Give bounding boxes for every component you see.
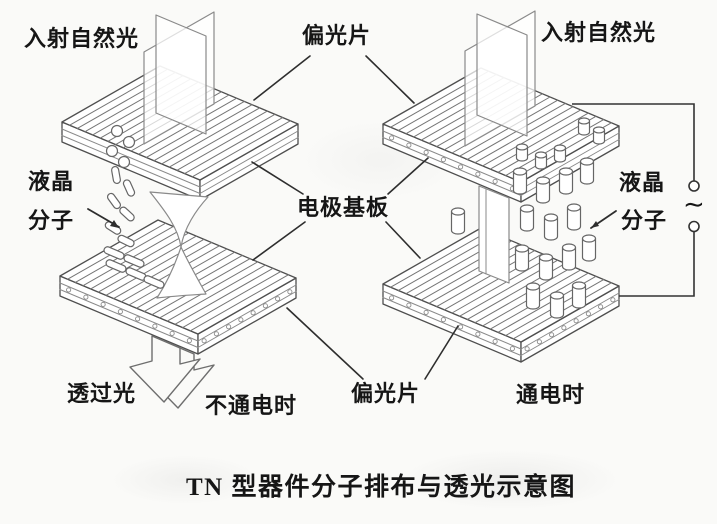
leader-lines (87, 55, 617, 380)
state-label-on: 通电时 (516, 382, 586, 407)
incident-light-planes-right (464, 10, 536, 147)
twisted-light-ribbon-left (149, 191, 209, 299)
incident-light-planes-left (143, 11, 215, 145)
incident-light-label-left: 入射自然光 (24, 26, 140, 51)
transmitted-light-arrow (129, 335, 215, 409)
state-label-off: 不通电时 (205, 393, 298, 418)
polarizer-bottom-label: 偏光片 (351, 381, 421, 406)
lc-molecules-right (450, 117, 606, 319)
electrode-substrate-label: 电极基板 (297, 195, 390, 220)
light-pillar-right (478, 185, 510, 284)
lc-molecules-left (103, 124, 165, 289)
ac-circuit (572, 103, 700, 297)
incident-light-label-right: 入射自然光 (541, 20, 657, 45)
lc-molecule-label-left-line2: 分子 (28, 208, 75, 233)
figure-caption: TN 型器件分子排布与透光示意图 (186, 474, 576, 501)
transmitted-light-label: 透过光 (67, 381, 137, 406)
lc-molecule-label-left-line1: 液晶 (28, 169, 75, 194)
lc-molecule-label-right-line1: 液晶 (619, 170, 666, 195)
polarizer-top-label: 偏光片 (302, 23, 372, 48)
ac-source-symbol: ∼ (683, 190, 706, 220)
lc-molecule-label-right-line2: 分子 (621, 208, 668, 233)
